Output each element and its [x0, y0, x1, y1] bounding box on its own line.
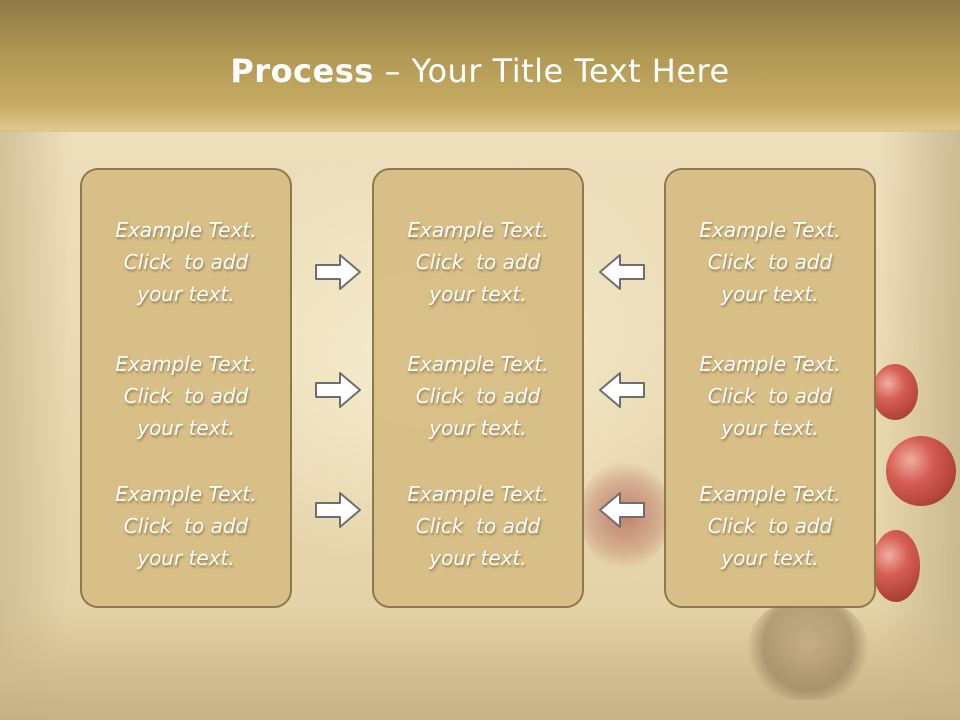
- text-line: Example Text.: [699, 218, 841, 242]
- text-line: Click to add: [415, 514, 541, 538]
- text-line: Click to add: [415, 250, 541, 274]
- ornament-decoration: [872, 530, 920, 602]
- ornament-decoration: [886, 436, 956, 506]
- title-rest: – Your Title Text Here: [373, 52, 730, 90]
- title-bold: Process: [230, 52, 374, 90]
- text-line: your text.: [429, 282, 527, 306]
- arrow-left-icon[interactable]: [598, 370, 646, 410]
- text-block[interactable]: Example Text. Click to add your text.: [666, 478, 874, 574]
- text-line: your text.: [137, 416, 235, 440]
- text-line: Example Text.: [115, 482, 257, 506]
- text-block[interactable]: Example Text. Click to add your text.: [82, 348, 290, 444]
- text-line: your text.: [137, 546, 235, 570]
- text-line: Example Text.: [699, 352, 841, 376]
- text-line: Click to add: [415, 384, 541, 408]
- title-bar: Process – Your Title Text Here: [0, 0, 960, 132]
- text-line: Click to add: [123, 514, 249, 538]
- process-panel-left[interactable]: Example Text. Click to add your text. Ex…: [80, 168, 292, 608]
- arrow-left-icon[interactable]: [598, 252, 646, 292]
- text-block[interactable]: Example Text. Click to add your text.: [666, 348, 874, 444]
- text-line: Example Text.: [407, 352, 549, 376]
- arrow-right-icon[interactable]: [314, 252, 362, 292]
- text-line: Click to add: [123, 250, 249, 274]
- text-line: your text.: [721, 282, 819, 306]
- text-line: your text.: [721, 416, 819, 440]
- text-block[interactable]: Example Text. Click to add your text.: [82, 478, 290, 574]
- text-block[interactable]: Example Text. Click to add your text.: [374, 348, 582, 444]
- text-line: Click to add: [707, 514, 833, 538]
- process-panel-center[interactable]: Example Text. Click to add your text. Ex…: [372, 168, 584, 608]
- text-line: Example Text.: [699, 482, 841, 506]
- text-line: your text.: [137, 282, 235, 306]
- process-panel-right[interactable]: Example Text. Click to add your text. Ex…: [664, 168, 876, 608]
- text-line: Example Text.: [407, 482, 549, 506]
- text-line: your text.: [721, 546, 819, 570]
- arrow-left-icon[interactable]: [598, 490, 646, 530]
- text-line: Example Text.: [407, 218, 549, 242]
- text-line: Click to add: [707, 250, 833, 274]
- pinecone-decoration: [748, 600, 868, 700]
- arrow-right-icon[interactable]: [314, 370, 362, 410]
- text-line: Example Text.: [115, 352, 257, 376]
- text-line: Example Text.: [115, 218, 257, 242]
- slide-title[interactable]: Process – Your Title Text Here: [0, 52, 960, 90]
- text-block[interactable]: Example Text. Click to add your text.: [374, 478, 582, 574]
- text-block[interactable]: Example Text. Click to add your text.: [666, 214, 874, 310]
- text-block[interactable]: Example Text. Click to add your text.: [374, 214, 582, 310]
- arrow-right-icon[interactable]: [314, 490, 362, 530]
- text-line: your text.: [429, 546, 527, 570]
- text-line: Click to add: [123, 384, 249, 408]
- text-line: your text.: [429, 416, 527, 440]
- ornament-decoration: [872, 364, 918, 420]
- text-line: Click to add: [707, 384, 833, 408]
- text-block[interactable]: Example Text. Click to add your text.: [82, 214, 290, 310]
